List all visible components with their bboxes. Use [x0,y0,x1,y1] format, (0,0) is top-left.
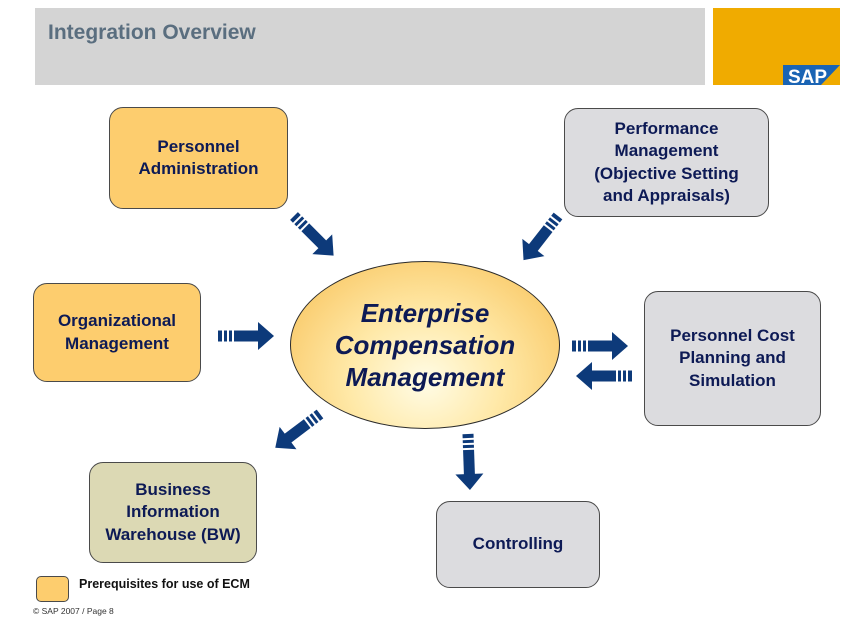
node-performance-management: Performance Management (Objective Settin… [564,108,769,217]
sap-logo-text: SAP [788,67,827,85]
arrow-ecm-to-personnel-cost [572,332,628,360]
footer-copyright: © SAP 2007 / Page 8 [33,606,114,616]
arrow-performance-to-ecm [512,207,570,269]
sap-logo: SAP [783,65,840,85]
node-personnel-administration: Personnel Administration [109,107,288,209]
node-personnel-cost-planning: Personnel Cost Planning and Simulation [644,291,821,426]
page-title: Integration Overview [48,21,256,44]
node-controlling: Controlling [436,501,600,588]
legend-swatch [36,576,69,602]
header-bar: Integration Overview [35,8,705,85]
node-business-information-warehouse: Business Information Warehouse (BW) [89,462,257,563]
node-organizational-management: Organizational Management [33,283,201,382]
center-ecm-ellipse: Enterprise Compensation Management [290,261,560,429]
arrow-personnel-admin-to-ecm [284,206,344,266]
legend-label: Prerequisites for use of ECM [79,577,250,591]
sap-logo-block: SAP [713,8,840,85]
arrow-ecm-to-bw [266,402,329,459]
arrow-ecm-to-controlling [454,433,484,491]
arrow-personnel-cost-to-ecm [576,362,632,390]
arrow-org-mgmt-to-ecm [218,322,274,350]
